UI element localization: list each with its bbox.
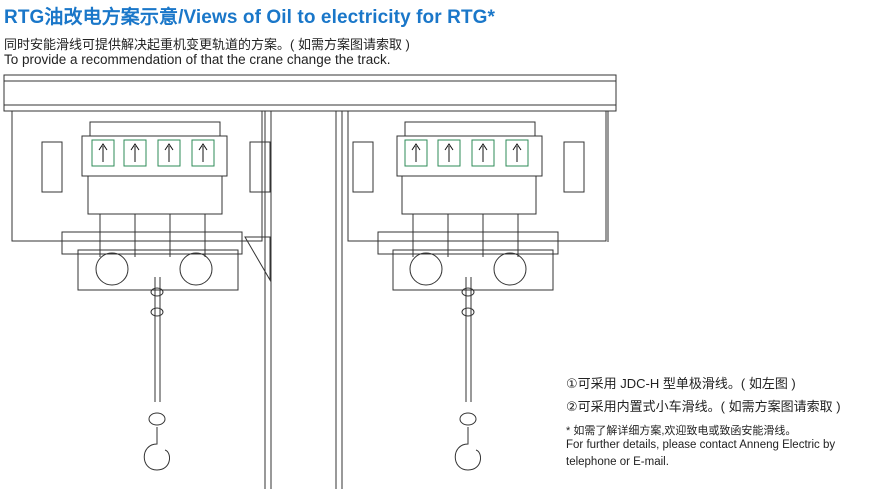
insulator — [437, 139, 461, 167]
option-2-text: ②可采用内置式小车滑线。( 如需方案图请索取 ) — [566, 399, 841, 414]
page-title: RTG油改电方案示意/Views of Oil to electricity f… — [4, 7, 496, 28]
insulator — [471, 139, 495, 167]
footnote-english-line2: telephone or E-mail. — [566, 456, 669, 468]
left-collector-assembly — [11, 110, 271, 471]
insulator-group-left — [91, 139, 215, 167]
insulator — [191, 139, 215, 167]
right-collector-assembly — [347, 110, 607, 471]
insulator — [123, 139, 147, 167]
rtg-collector-diagram — [3, 74, 617, 489]
insulator — [157, 139, 181, 167]
option-1-text: ①可采用 JDC-H 型单极滑线。( 如左图 ) — [566, 376, 796, 391]
crane-girder — [3, 74, 617, 112]
subtitle-english: To provide a recommendation of that the … — [4, 52, 391, 67]
insulator — [404, 139, 428, 167]
subtitle-chinese: 同时安能滑线可提供解决起重机变更轨道的方案。( 如需方案图请索取 ) — [4, 37, 410, 52]
insulator — [91, 139, 115, 167]
insulator-group-right — [404, 139, 529, 167]
footnote-english-line1: For further details, please contact Anne… — [566, 439, 836, 451]
footnote-chinese: * 如需了解详细方案,欢迎致电或致函安能滑线。 — [566, 425, 797, 437]
left-side-bracket — [41, 141, 63, 193]
cable-reel — [95, 252, 129, 286]
insulator — [505, 139, 529, 167]
crane-hook — [143, 427, 170, 471]
cable-reel — [179, 252, 213, 286]
